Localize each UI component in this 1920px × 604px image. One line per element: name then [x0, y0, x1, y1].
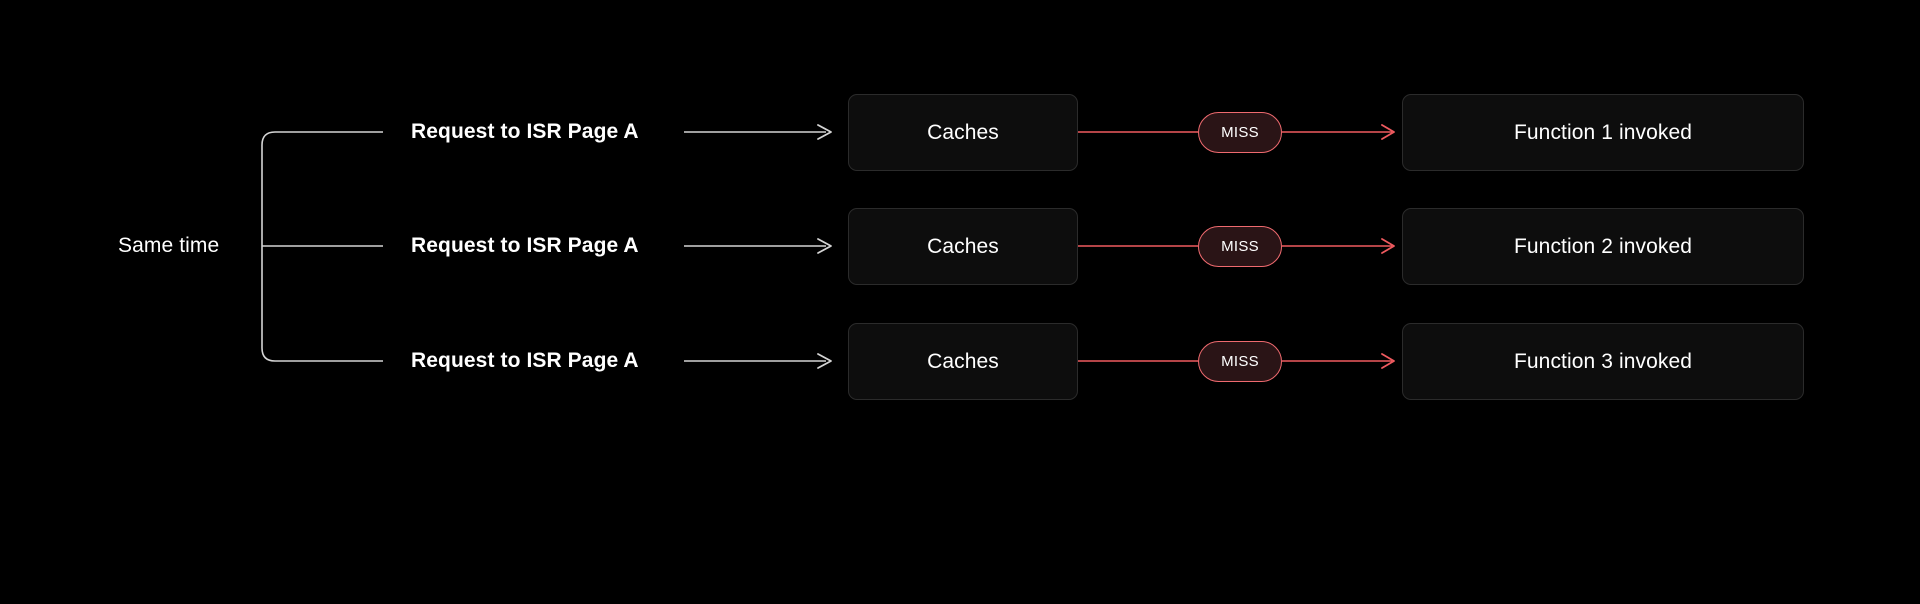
- arrowhead-request-to-caches-1: [817, 124, 832, 140]
- caches-box-2[interactable]: Caches: [848, 208, 1078, 285]
- miss-badge-3[interactable]: MISS: [1198, 341, 1282, 382]
- miss-badge-2[interactable]: MISS: [1198, 226, 1282, 267]
- same-time-label: Same time: [118, 234, 220, 257]
- arrowhead-miss-to-function-2: [1381, 238, 1395, 254]
- caches-box-3[interactable]: Caches: [848, 323, 1078, 400]
- request-label-1: Request to ISR Page A: [411, 120, 639, 143]
- arrowhead-request-to-caches-3: [817, 353, 832, 369]
- function-box-2[interactable]: Function 2 invoked: [1402, 208, 1804, 285]
- function-box-3[interactable]: Function 3 invoked: [1402, 323, 1804, 400]
- miss-badge-1[interactable]: MISS: [1198, 112, 1282, 153]
- caches-box-1[interactable]: Caches: [848, 94, 1078, 171]
- arrowhead-miss-to-function-3: [1381, 353, 1395, 369]
- arrowhead-miss-to-function-1: [1381, 124, 1395, 140]
- request-label-2: Request to ISR Page A: [411, 234, 639, 257]
- same-time-bracket: [261, 131, 383, 362]
- arrowhead-request-to-caches-2: [817, 238, 832, 254]
- function-box-1[interactable]: Function 1 invoked: [1402, 94, 1804, 171]
- request-label-3: Request to ISR Page A: [411, 349, 639, 372]
